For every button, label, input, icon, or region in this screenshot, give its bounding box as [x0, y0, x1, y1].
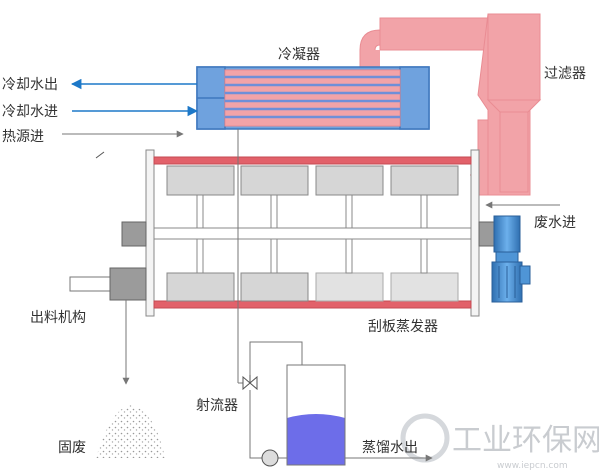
discharge-mechanism: 出料机构: [30, 267, 147, 385]
wastewater-in-label: 废水进: [534, 215, 576, 231]
motor-icon: [491, 215, 531, 303]
heat-source-tick: [95, 151, 105, 159]
pump-icon: [261, 449, 279, 467]
condenser-tubes: [225, 75, 400, 119]
scraper-evaporator-label: 刮板蒸发器: [368, 319, 438, 335]
watermark-url: www.iepcn.com: [497, 461, 568, 471]
cooling-water-out-label: 冷却水出: [2, 77, 58, 93]
scraper-evaporator: 刮板蒸发器: [121, 149, 495, 335]
distilled-water-out-label: 蒸馏水出: [362, 440, 418, 456]
condenser-label: 冷凝器: [278, 47, 320, 63]
distilled-water-tank: [286, 364, 346, 466]
watermark: 工业环保网 www.iepcn.com: [400, 413, 599, 471]
ejector-valve-icon: [242, 375, 258, 391]
solid-waste-pile: 固废: [58, 405, 165, 458]
ejector-label: 射流器: [196, 398, 238, 414]
filter-label: 过滤器: [544, 66, 586, 82]
watermark-logo-icon: [400, 413, 450, 463]
condenser: 冷凝器: [196, 47, 430, 130]
heat-source-label: 热源进: [2, 129, 44, 145]
ejector-circuit: [237, 129, 433, 462]
solid-waste-label: 固废: [58, 440, 86, 456]
filter-vessel: [477, 13, 542, 196]
watermark-text: 工业环保网: [452, 423, 599, 458]
discharge-mechanism-label: 出料机构: [30, 310, 86, 326]
cooling-water-in-label: 冷却水进: [2, 104, 58, 120]
